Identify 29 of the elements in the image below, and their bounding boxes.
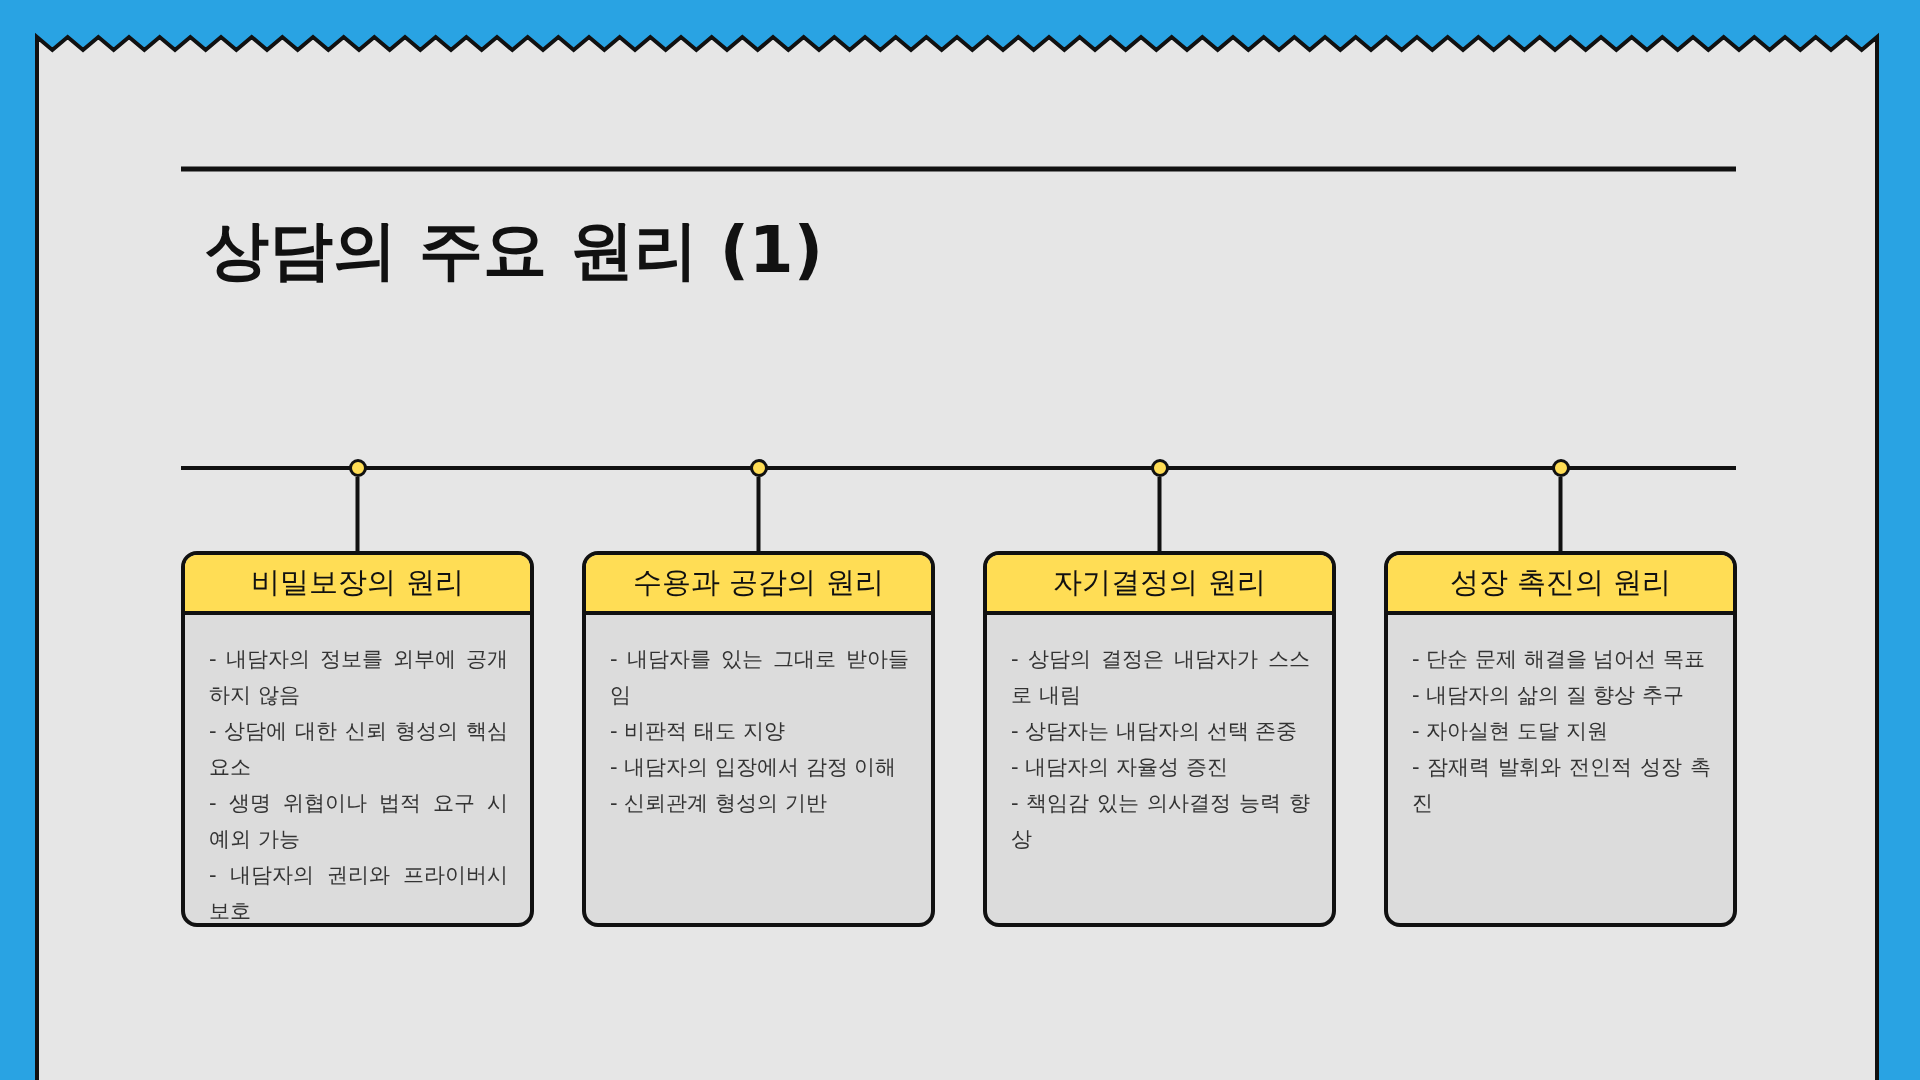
bullet-text: - 생명 위협이나 법적 요구 시 예외 가능 [209, 790, 508, 853]
principle-card [582, 551, 935, 927]
connector-line [1558, 477, 1563, 551]
connector-line [355, 477, 360, 551]
bullet-text: - 내담자의 정보를 외부에 공개하지 않음 [209, 646, 508, 709]
card-heading: 자기결정의 원리 [1053, 564, 1266, 601]
bullet-text: - 책임감 있는 의사결정 능력 향상 [1011, 790, 1310, 853]
card-heading: 성장 촉진의 원리 [1449, 564, 1672, 601]
principle-card [181, 551, 534, 927]
card-heading: 비밀보장의 원리 [251, 564, 464, 601]
bullet-text: - 단순 문제 해결을 넘어선 목표 [1412, 646, 1706, 673]
bullet-text: - 내담자의 삶의 질 향상 추구 [1412, 682, 1685, 709]
bullet-text: - 자아실현 도달 지원 [1412, 718, 1609, 745]
bullet-text: - 내담자를 있는 그대로 받아들임 [610, 646, 909, 709]
bullet-text: - 상담의 결정은 내담자가 스스로 내림 [1011, 646, 1310, 709]
connector-line [1157, 477, 1162, 551]
bullet-text: - 내담자의 권리와 프라이버시 보호 [209, 862, 508, 923]
bullet-text: - 비판적 태도 지양 [610, 718, 786, 745]
connector-line [756, 477, 761, 551]
title: 상담의 주요 원리 (1) [205, 212, 823, 289]
bullet-text: - 신뢰관계 형성의 기반 [610, 790, 828, 817]
principle-card [1384, 551, 1737, 927]
bullet-text: - 상담에 대한 신뢰 형성의 핵심 요소 [209, 718, 508, 781]
bullet-text: - 내담자의 자율성 증진 [1011, 754, 1229, 781]
card-heading: 수용과 공감의 원리 [633, 564, 884, 601]
bullet-text: - 잠재력 발휘와 전인적 성장 촉진 [1412, 754, 1711, 817]
bullet-text: - 상담자는 내담자의 선택 존중 [1011, 718, 1299, 745]
bullet-text: - 내담자의 입장에서 감정 이해 [610, 754, 898, 781]
principle-card [983, 551, 1336, 927]
